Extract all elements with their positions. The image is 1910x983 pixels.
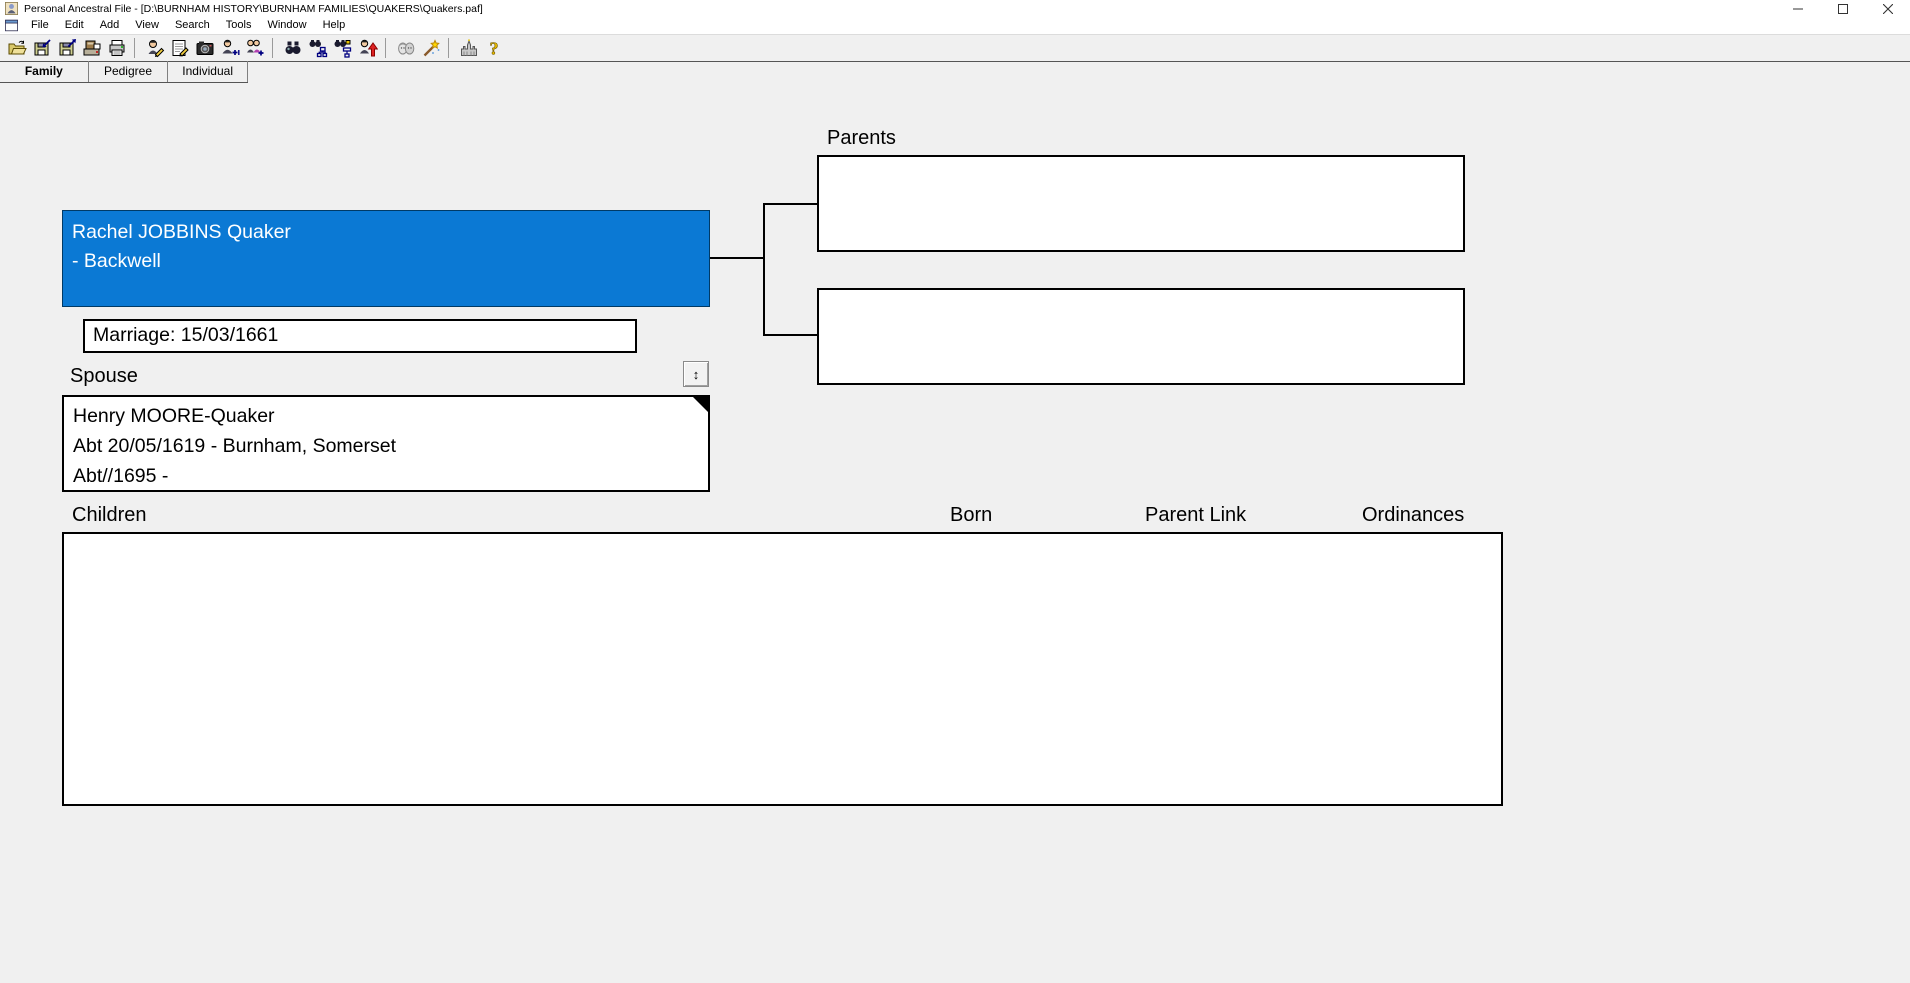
- edit-individual-icon[interactable]: [144, 37, 166, 59]
- menu-help[interactable]: Help: [322, 19, 346, 31]
- wand-icon[interactable]: [420, 37, 442, 59]
- tab-family[interactable]: Family: [0, 61, 89, 82]
- toolbar-separator: [385, 38, 386, 58]
- menu-edit[interactable]: Edit: [64, 19, 84, 31]
- children-ordinances-header: Ordinances: [1362, 504, 1465, 526]
- selected-person-place: - Backwell: [72, 250, 161, 272]
- marriage-text: Marriage: 15/03/1661: [93, 324, 279, 346]
- svg-text:?: ?: [490, 39, 499, 59]
- swap-spouse-button[interactable]: ↕: [683, 361, 709, 387]
- menu-window[interactable]: Window: [267, 19, 307, 31]
- minimize-button[interactable]: [1775, 0, 1820, 17]
- spouse-info-line: Abt 20/05/1619 - Burnham, Somerset: [73, 435, 397, 457]
- app-icon: [5, 2, 18, 15]
- children-list-box[interactable]: [62, 532, 1503, 806]
- search-icon[interactable]: [282, 37, 304, 59]
- add-individual-icon[interactable]: [219, 37, 241, 59]
- restore-icon[interactable]: [56, 37, 78, 59]
- mother-box[interactable]: [817, 288, 1465, 385]
- toolbar: ?: [0, 34, 1910, 62]
- children-parent-link-header: Parent Link: [1145, 504, 1247, 526]
- help-icon[interactable]: ?: [483, 37, 505, 59]
- maximize-button[interactable]: [1820, 0, 1865, 17]
- close-button[interactable]: [1865, 0, 1910, 17]
- backup-icon[interactable]: [31, 37, 53, 59]
- father-box[interactable]: [817, 155, 1465, 252]
- temple-icon[interactable]: [458, 37, 480, 59]
- parents-label: Parents: [827, 127, 896, 149]
- person-red-arrow-icon[interactable]: [357, 37, 379, 59]
- toolbar-separator: [272, 38, 273, 58]
- selected-person-name: Rachel JOBBINS Quaker: [72, 221, 291, 243]
- couple-faces-icon[interactable]: [395, 37, 417, 59]
- window-controls: [1775, 0, 1910, 17]
- titlebar: Personal Ancestral File - [D:\BURNHAM HI…: [0, 0, 1910, 17]
- connector-line: [710, 257, 763, 259]
- maximize-icon: [1837, 3, 1848, 14]
- children-label: Children: [72, 504, 147, 526]
- spouse-label: Spouse: [70, 365, 138, 387]
- print-icon[interactable]: [106, 37, 128, 59]
- corner-flag-icon: [693, 397, 708, 412]
- menu-tools[interactable]: Tools: [225, 19, 252, 31]
- connector-line: [763, 334, 817, 336]
- menubar: File Edit Add View Search Tools Window Help: [0, 17, 1910, 47]
- children-born-header: Born: [950, 504, 993, 526]
- menu-items: File Edit Add View Search Tools Window Help: [23, 17, 353, 34]
- search-family-icon[interactable]: [307, 37, 329, 59]
- swap-arrows-icon: ↕: [692, 366, 700, 382]
- multimedia-icon[interactable]: [194, 37, 216, 59]
- minimize-icon: [1792, 4, 1803, 14]
- mdi-child-system-icon[interactable]: [5, 19, 18, 32]
- search-descendancy-icon[interactable]: [332, 37, 354, 59]
- toolbar-separator: [134, 38, 135, 58]
- menu-search[interactable]: Search: [174, 19, 210, 31]
- marriage-box[interactable]: Marriage: 15/03/1661: [83, 319, 637, 353]
- tab-individual[interactable]: Individual: [168, 61, 248, 82]
- menu-file[interactable]: File: [31, 19, 49, 31]
- close-icon: [1882, 3, 1893, 14]
- connector-line: [763, 203, 765, 336]
- menu-add[interactable]: Add: [99, 19, 120, 31]
- tab-pedigree[interactable]: Pedigree: [89, 61, 169, 82]
- window-title: Personal Ancestral File - [D:\BURNHAM HI…: [24, 2, 483, 15]
- spouse-info-line: Henry MOORE-Quaker: [73, 405, 275, 427]
- spouse-info-line: Abt//1695 -: [73, 465, 169, 487]
- selected-person-box[interactable]: Rachel JOBBINS Quaker - Backwell: [62, 210, 710, 307]
- print-reports-icon[interactable]: [81, 37, 103, 59]
- connector-line: [763, 203, 817, 205]
- open-file-icon[interactable]: [6, 37, 28, 59]
- notes-icon[interactable]: [169, 37, 191, 59]
- menu-view[interactable]: View: [135, 19, 159, 31]
- add-family-icon[interactable]: [244, 37, 266, 59]
- toolbar-separator: [448, 38, 449, 58]
